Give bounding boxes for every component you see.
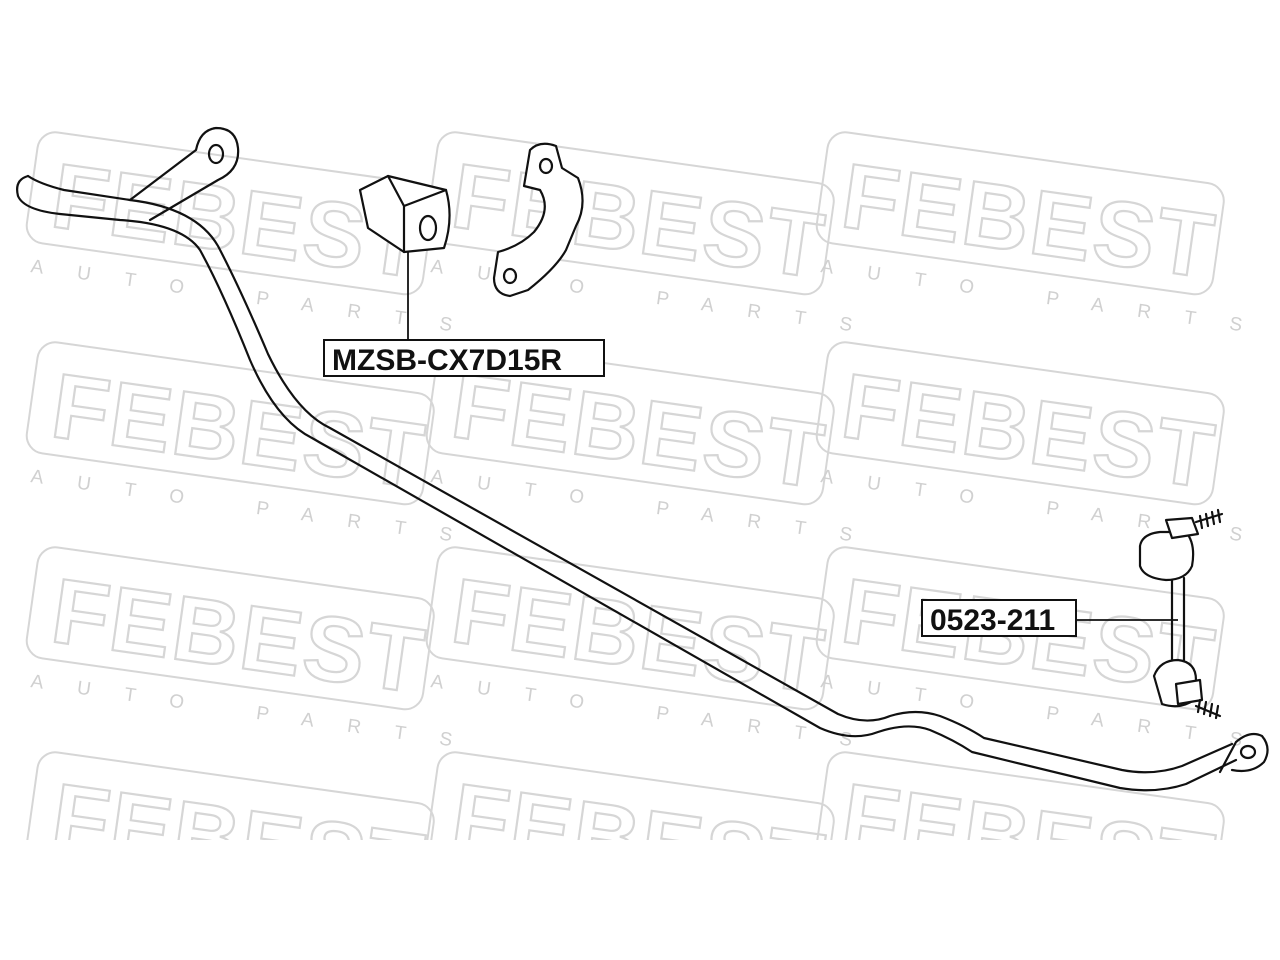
right-end-eye: [1218, 732, 1269, 774]
watermark-tile: FEBEST AUTO PARTS: [425, 131, 887, 341]
left-bracket-arm: [128, 126, 240, 222]
watermark-tile: FEBEST AUTO PARTS: [815, 546, 1277, 756]
stabilizer-link: [1138, 508, 1224, 720]
bushing-hole: [418, 214, 438, 242]
callout-link: 0523-211: [921, 599, 1178, 637]
bottom-blank-area: [0, 840, 1280, 960]
watermark-tile: FEBEST AUTO PARTS: [425, 546, 887, 756]
watermark-tile: FEBEST AUTO PARTS: [25, 546, 487, 756]
link-label-box: [921, 599, 1077, 637]
right-end-hole: [1239, 744, 1257, 760]
watermark-tile: FEBEST AUTO PARTS: [815, 341, 1277, 551]
stabilizer-bar-lower-edge: [26, 174, 1234, 774]
clamp-lower-hole: [502, 267, 518, 285]
stabilizer-bar-upper-edge: [16, 174, 1238, 792]
watermark-tile: FEBEST AUTO PARTS: [815, 131, 1277, 341]
left-bracket-hole: [207, 143, 225, 165]
link-upper-joint: [1138, 530, 1195, 582]
stabilizer-bushing: [358, 174, 451, 254]
watermark-layer: FEBEST AUTO PARTS FEBEST AUTO PARTS FEBE…: [25, 131, 1277, 919]
bushing-part-number[interactable]: MZSB-CX7D15R: [332, 344, 562, 377]
callout-bushing: MZSB-CX7D15R: [323, 252, 605, 377]
clamp-body: [492, 142, 584, 298]
bushing-clamp: [492, 142, 584, 298]
link-part-number[interactable]: 0523-211: [930, 604, 1055, 637]
bushing-label-box: [323, 339, 605, 377]
clamp-upper-hole: [538, 157, 554, 175]
stabilizer-bar: [16, 126, 1269, 792]
